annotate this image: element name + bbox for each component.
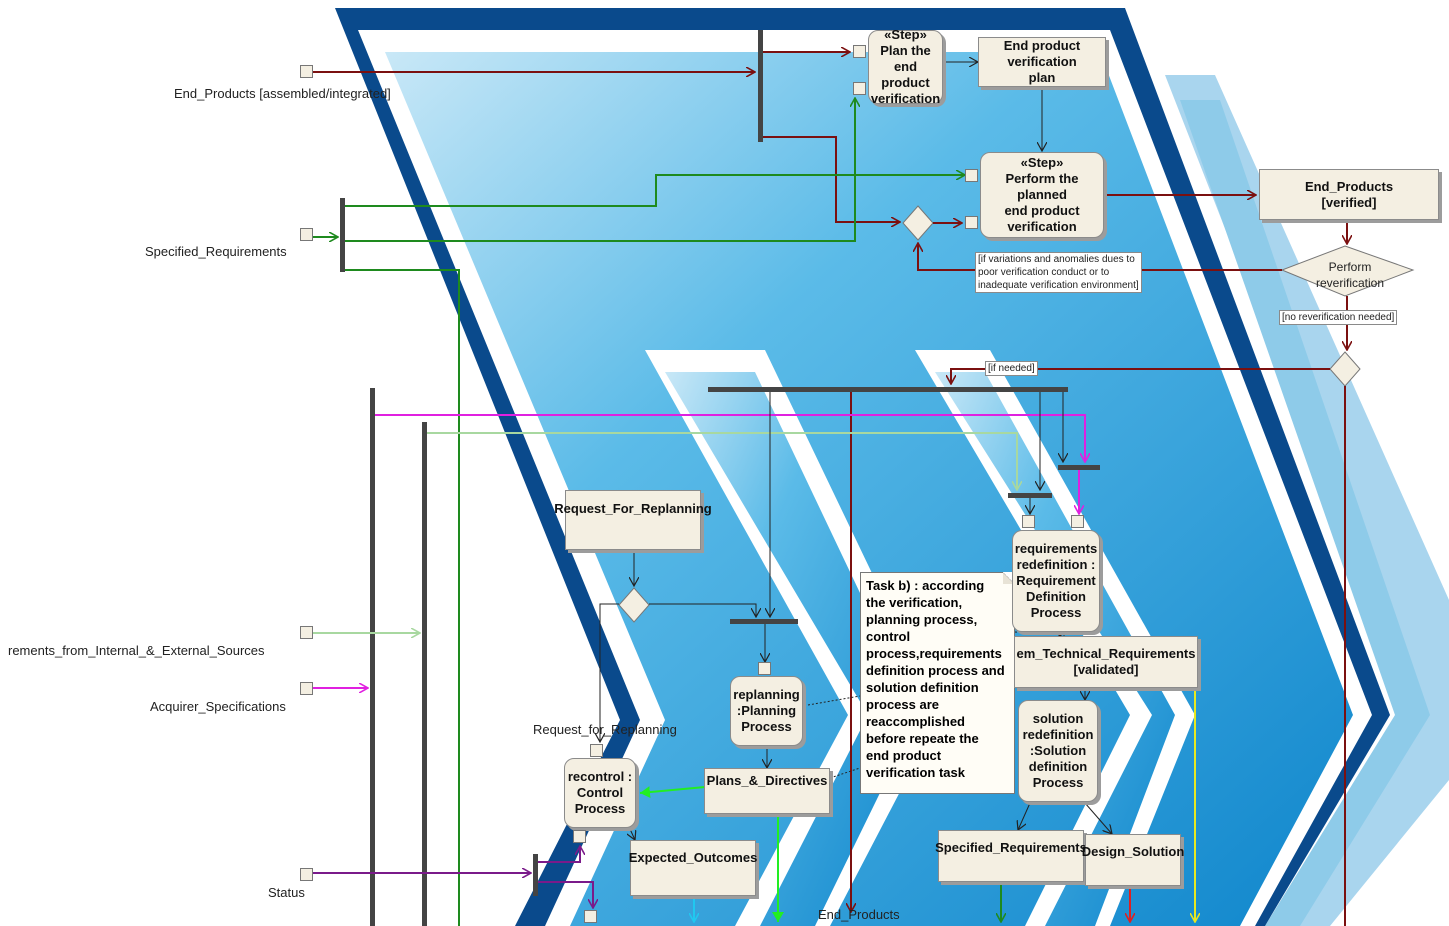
flow-decision-to-recontrol xyxy=(600,603,619,742)
action-plan-verification[interactable]: «Step» Plan the end product verification xyxy=(868,27,943,106)
flow-recontrol-to-expected xyxy=(630,828,635,840)
pin-req-redef-in-2 xyxy=(1071,515,1084,528)
object-request-for-replanning[interactable]: Request_For_Replanning xyxy=(554,490,712,550)
guard-no-reverification: [no reverification needed] xyxy=(1279,310,1398,325)
flow-status-to-recontrol xyxy=(538,846,580,863)
pin-specified-requirements[interactable] xyxy=(300,228,313,241)
pin-recontrol-out xyxy=(573,830,586,843)
pin-end-products[interactable] xyxy=(300,65,313,78)
flow-spec-req-to-perform xyxy=(345,175,965,207)
object-verification-plan[interactable]: End product verification plan xyxy=(978,37,1106,87)
pin-perform-in-2 xyxy=(965,216,978,229)
pin-recontrol-in xyxy=(590,744,603,757)
flow-solution-to-spec xyxy=(1018,802,1031,830)
action-requirements-redefinition[interactable]: requirements redefinition : Requirement … xyxy=(1012,530,1100,632)
decision-nodes xyxy=(618,205,1415,623)
object-expected-outcomes[interactable]: Expected_Outcomes xyxy=(629,840,757,896)
flow-spec-req-down xyxy=(345,269,460,926)
label-request-for-replanning-pin: Request_for_Replanning xyxy=(533,722,677,737)
object-design-solution[interactable]: Design_Solution xyxy=(1082,834,1184,886)
label-specified-requirements: Specified_Requirements xyxy=(145,244,287,259)
perform-label: Perform the planned end product verifica… xyxy=(1004,171,1080,234)
action-solution-redefinition[interactable]: solution redefinition :Solution definiti… xyxy=(1018,700,1098,802)
decision-diamond-replanning xyxy=(618,587,650,623)
flow-reverification-loop xyxy=(918,243,1282,271)
pin-status[interactable] xyxy=(300,868,313,881)
note-anchor-1 xyxy=(807,695,861,706)
fork-bars xyxy=(340,30,1100,926)
note-anchor-3 xyxy=(1014,631,1066,636)
flow-acquirer-to-join xyxy=(375,414,1085,462)
pin-perform-in-1 xyxy=(965,169,978,182)
pin-plan-in-2 xyxy=(853,82,866,95)
pin-req-redef-in-1 xyxy=(1022,515,1035,528)
pin-requirements-sources[interactable] xyxy=(300,626,313,639)
decision-diamond-reverification xyxy=(1280,245,1415,297)
flow-spec-req-to-plan xyxy=(345,98,855,242)
object-technical-requirements[interactable]: em_Technical_Requirements [validated] xyxy=(1014,636,1198,688)
merge-diamond-perform xyxy=(902,205,934,241)
pin-replanning-in xyxy=(758,662,771,675)
flow-fork-to-merge xyxy=(763,136,900,222)
guard-if-needed: [if needed] xyxy=(985,361,1038,376)
pin-acquirer-specifications[interactable] xyxy=(300,682,313,695)
flow-status-down xyxy=(538,881,593,908)
action-recontrol[interactable]: recontrol : Control Process xyxy=(564,758,636,828)
guard-variations: [if variations and anomalies dues to poo… xyxy=(975,252,1142,293)
object-end-products-verified[interactable]: End_Products [verified] xyxy=(1259,169,1439,220)
object-plans-directives[interactable]: Plans_&_Directives xyxy=(704,768,830,814)
object-specified-requirements[interactable]: Specified_Requirements xyxy=(935,830,1087,882)
action-replanning[interactable]: replanning :Planning Process xyxy=(730,676,803,746)
pin-bottom-purple xyxy=(584,910,597,923)
flow-decision-to-join xyxy=(649,603,756,617)
label-end-products: End_Products [assembled/integrated] xyxy=(174,86,391,101)
label-end-products-bottom: End_Products xyxy=(818,907,900,922)
decision-label-reverification: Perform reverification xyxy=(1316,260,1385,290)
perform-stereotype: «Step» xyxy=(1020,155,1064,170)
action-perform-verification[interactable]: «Step» Perform the planned end product v… xyxy=(980,152,1104,238)
label-acquirer-specifications: Acquirer_Specifications xyxy=(150,699,286,714)
flow-solution-to-design xyxy=(1084,802,1112,834)
flow-if-needed xyxy=(951,368,1330,384)
label-requirements-sources: rements_from_Internal_&_External_Sources xyxy=(8,643,265,658)
pin-plan-in-1 xyxy=(853,45,866,58)
label-status: Status xyxy=(268,885,305,900)
note-anchor-2 xyxy=(829,767,861,779)
flow-sources-to-join xyxy=(427,432,1017,490)
flow-plans-to-recontrol xyxy=(639,786,706,799)
note-task-b: Task b) : according the verification, pl… xyxy=(860,572,1015,794)
